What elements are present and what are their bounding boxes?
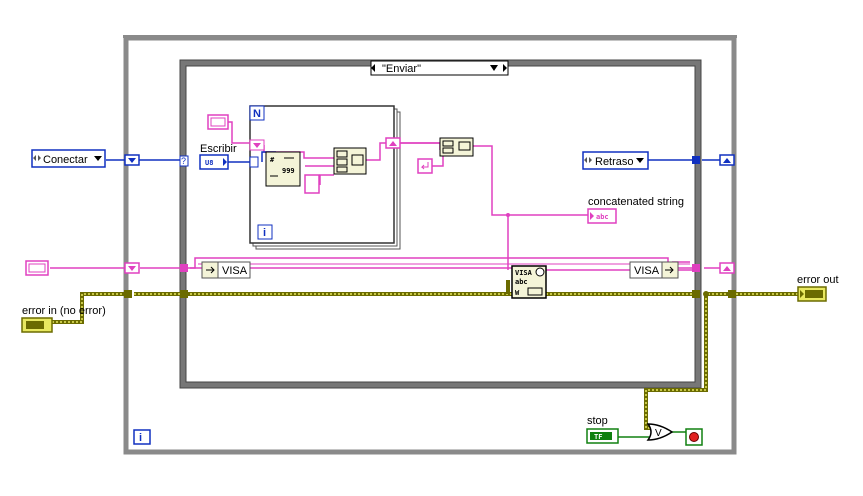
visa-right-node: VISA <box>629 261 679 279</box>
escribir-u8-array[interactable]: U8 <box>199 154 229 170</box>
stop-label: stop <box>587 415 608 427</box>
visa-write-w: W <box>515 289 520 297</box>
or-gate-icon: V <box>646 423 674 441</box>
u8-label: U8 <box>205 159 213 167</box>
string-constant-top[interactable] <box>207 114 229 130</box>
prev-case-arrow-icon <box>371 64 375 72</box>
retraso-enum-constant[interactable]: Retraso <box>582 151 649 170</box>
number-to-string-node: # 999 <box>265 151 301 187</box>
increment-arrows-icon <box>33 155 41 161</box>
visa-write-mid: abc <box>515 278 528 286</box>
visa-left-label: VISA <box>222 265 248 277</box>
visa-left-node: VISA <box>201 261 251 279</box>
chevron-down-icon <box>490 65 498 71</box>
conectar-enum-constant[interactable]: Conectar <box>31 149 106 168</box>
escribir-label: Escribir <box>200 143 237 155</box>
for-count-label: N <box>253 108 261 120</box>
svg-text:V: V <box>655 428 662 439</box>
conectar-label: Conectar <box>43 154 88 166</box>
carriage-return-constant[interactable] <box>417 158 433 174</box>
string-wires <box>50 121 720 271</box>
concatenated-label: concatenated string <box>588 196 684 208</box>
visa-write-top: VISA <box>515 269 533 277</box>
case-selector[interactable]: "Enviar" <box>370 60 509 76</box>
chevron-down-icon <box>94 156 102 161</box>
concatenated-string-indicator: abc <box>587 208 617 224</box>
increment-arrows-icon <box>584 157 592 163</box>
error-out-label: error out <box>797 274 839 286</box>
visa-write-node: VISA abc W <box>511 265 547 299</box>
num-999-label: 999 <box>282 167 295 175</box>
right-tunnels <box>506 154 736 298</box>
concatenate-node-2 <box>439 137 474 157</box>
case-selector-terminal: ? <box>181 156 186 166</box>
visa-resource-control[interactable] <box>25 260 49 276</box>
visa-right-label: VISA <box>634 265 660 277</box>
svg-text:#: # <box>270 156 275 164</box>
stop-condition-terminal <box>685 428 703 446</box>
abc-label: abc <box>596 213 609 221</box>
while-iteration-label: i <box>139 432 142 444</box>
for-loop-tunnel-blue <box>249 156 259 168</box>
tf-label: TF <box>594 433 602 441</box>
left-tunnels: ? <box>124 154 189 298</box>
error-wires <box>52 280 800 430</box>
concatenate-node <box>333 147 367 175</box>
error-in-label: error in (no error) <box>22 305 106 317</box>
while-iteration-terminal: i <box>133 429 151 445</box>
error-in-control[interactable] <box>21 317 53 333</box>
while-loop <box>123 35 737 455</box>
string-constant-comma[interactable] <box>304 174 320 194</box>
stop-icon <box>689 432 699 442</box>
for-iteration-label: i <box>263 227 266 239</box>
chevron-down-icon <box>636 158 644 163</box>
error-out-indicator <box>797 286 827 302</box>
stop-control[interactable]: TF <box>586 428 619 444</box>
next-case-arrow-icon <box>503 64 507 72</box>
retraso-label: Retraso <box>595 156 634 168</box>
case-selector-label: "Enviar" <box>382 63 421 75</box>
